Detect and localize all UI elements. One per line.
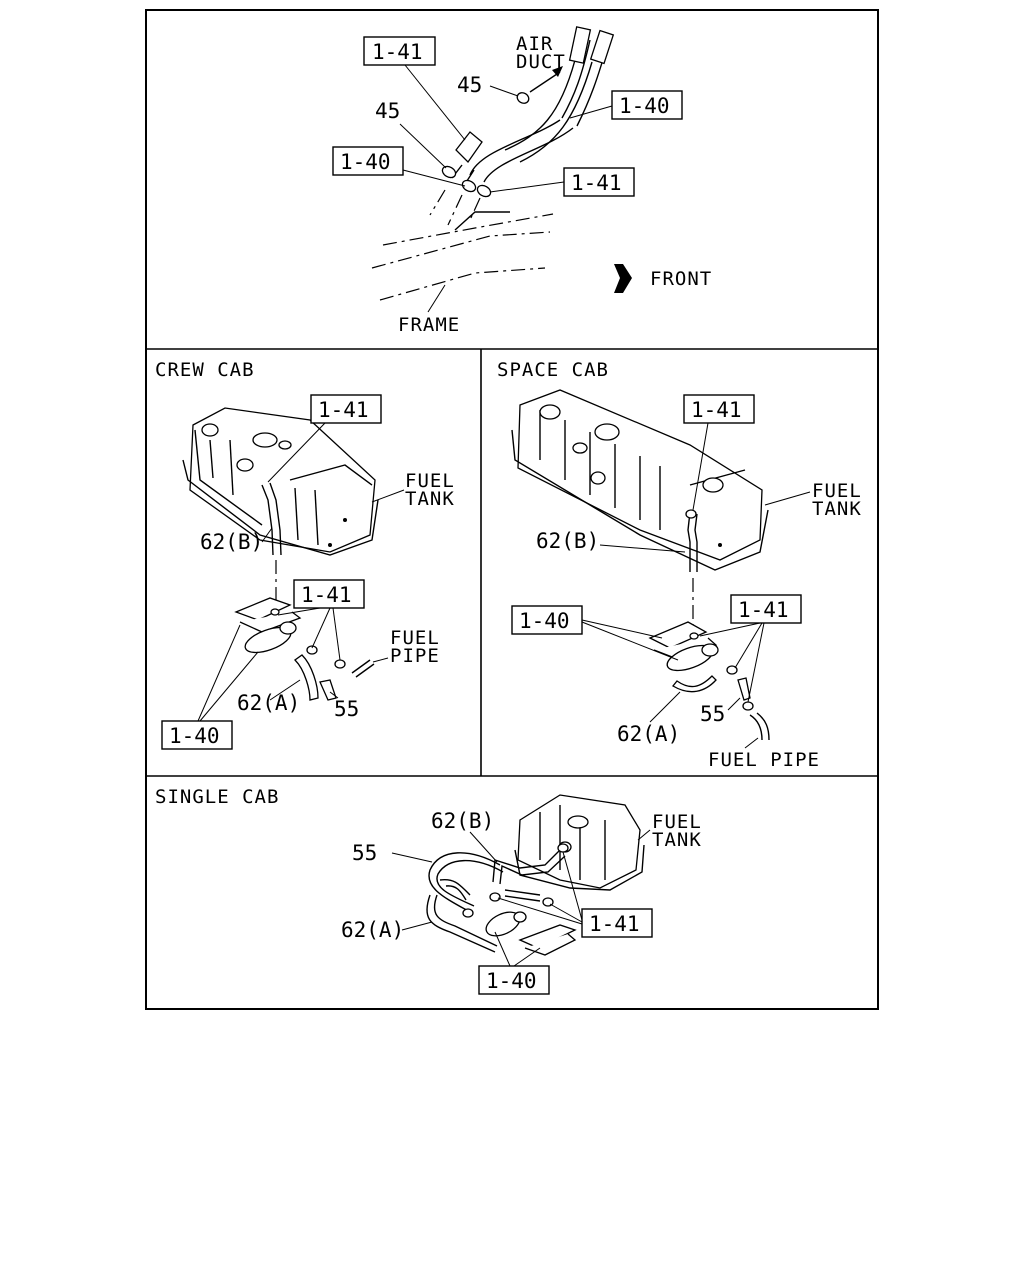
single-fuel-tank-drawing [514,794,645,891]
crew-fuel-tank-label-1: FUEL [405,470,455,492]
single-canister-drawing [485,911,577,956]
top-panel: AIR DUCT 1-41 45 1-40 45 1-40 1-41 FRONT… [332,26,712,336]
callout-45-upper: 45 [457,73,482,97]
crew-fuel-tank-label-2: TANK [405,488,455,510]
crew-cab-panel: CREW CAB 1-41 FUEL TANK 62(B) [155,359,455,750]
space-callout-box-1-41-lower [730,594,802,624]
callout-1-41-top-lower: 1-41 [571,171,622,195]
callout-45-lower: 45 [375,99,400,123]
crew-callout-1-41-lower: 1-41 [301,583,352,607]
space-fuel-tank-drawing [511,389,769,571]
space-callout-55: 55 [700,702,725,726]
frame-label: FRAME [398,314,460,336]
single-callout-1-41: 1-41 [589,912,640,936]
crew-callout-62a: 62(A) [237,691,300,715]
callout-1-41-top: 1-41 [372,40,423,64]
air-duct-label-2: DUCT [516,51,566,73]
callout-box-1-41-top [363,36,436,66]
single-callout-1-40: 1-40 [486,969,537,993]
crew-callout-box-1-41-lower [293,579,365,609]
crew-fuel-tank-drawing [182,407,379,556]
crew-callout-62b: 62(B) [200,530,263,554]
air-duct-label-1: AIR [516,33,553,55]
callout-box-1-40-top-left [332,146,404,176]
crew-callout-box-1-41-upper [310,394,382,424]
crew-fuel-pipe-label-2: PIPE [390,645,440,667]
crew-canister-drawing [234,597,375,701]
front-arrow-icon [614,264,632,293]
space-canister-drawing [648,621,770,741]
space-cab-title: SPACE CAB [497,359,609,381]
single-fuel-tank-label-1: FUEL [652,811,702,833]
space-fuel-tank-label-1: FUEL [812,480,862,502]
callout-box-1-41-top-lower [563,167,635,197]
single-fuel-tank-label-2: TANK [652,829,702,851]
space-callout-1-40: 1-40 [519,609,570,633]
crew-callout-55: 55 [334,697,359,721]
space-callout-1-41-lower: 1-41 [738,598,789,622]
space-callout-box-1-40 [511,605,583,635]
single-cab-title: SINGLE CAB [155,786,279,808]
callout-1-40-top-left: 1-40 [340,150,391,174]
single-callout-62a: 62(A) [341,918,404,942]
crew-fuel-pipe-label-1: FUEL [390,627,440,649]
crew-cab-title: CREW CAB [155,359,255,381]
front-label: FRONT [650,268,712,290]
diagram-border [145,9,879,1010]
single-callout-62b: 62(B) [431,809,494,833]
callout-box-1-40-top-right [611,90,683,120]
space-callout-62a: 62(A) [617,722,680,746]
space-cab-panel: SPACE CAB 1-41 FUEL TANK 62(B) [497,359,862,771]
space-fuel-tank-label-2: TANK [812,498,862,520]
crew-callout-box-1-40 [161,720,233,750]
space-callout-1-41-upper: 1-41 [691,398,742,422]
crew-callout-1-40: 1-40 [169,724,220,748]
single-cab-panel: SINGLE CAB [155,786,702,995]
space-fuel-pipe-label: FUEL PIPE [708,749,820,771]
single-callout-55: 55 [352,841,377,865]
crew-callout-1-41-upper: 1-41 [318,398,369,422]
space-callout-box-1-41-upper [683,394,755,424]
single-callout-box-1-41 [581,908,653,938]
space-callout-62b: 62(B) [536,529,599,553]
callout-1-40-top-right: 1-40 [619,94,670,118]
